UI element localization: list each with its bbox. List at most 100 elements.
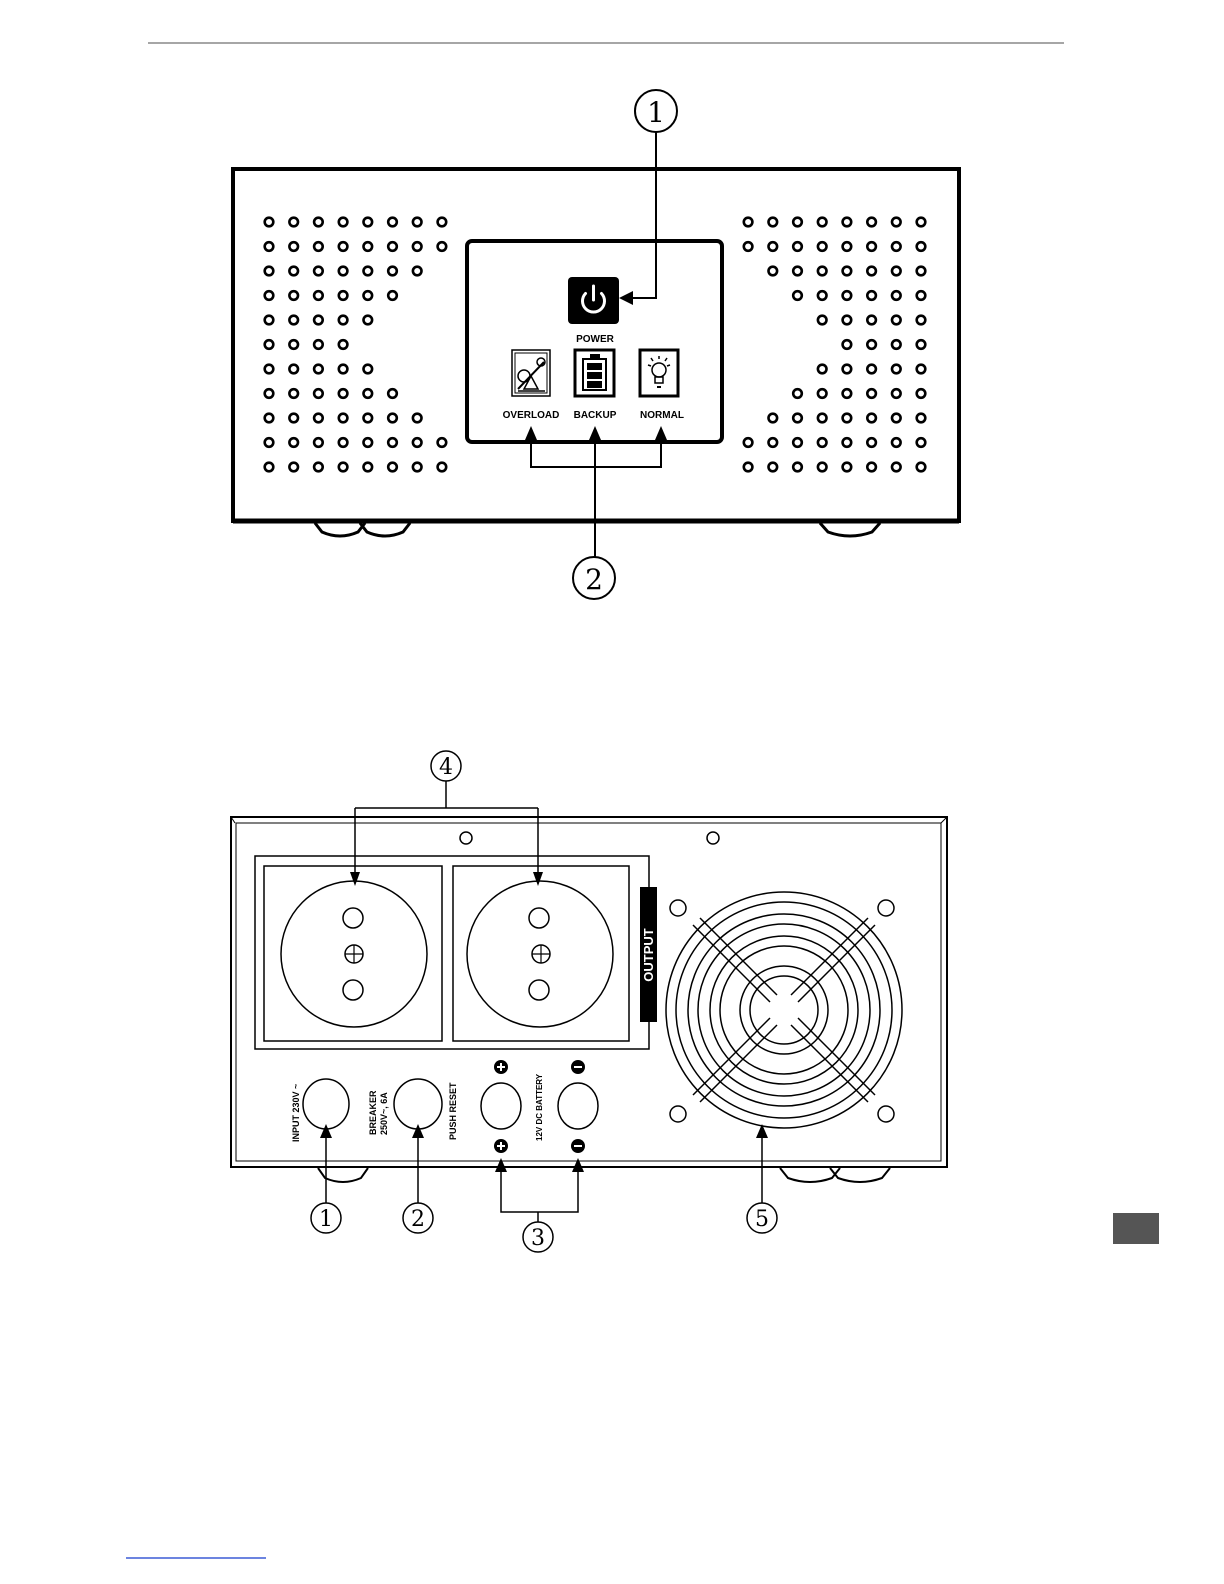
- rear-screw-hole: [707, 832, 719, 844]
- vent-hole: [364, 218, 373, 227]
- vent-hole: [793, 242, 802, 251]
- battery-positive-terminal[interactable]: [481, 1083, 521, 1129]
- vent-hole: [388, 463, 397, 472]
- breaker-label-line1: BREAKER: [368, 1090, 378, 1135]
- vent-hole: [769, 267, 778, 276]
- svg-text:2: 2: [411, 1207, 425, 1232]
- minus-icon: [571, 1060, 585, 1074]
- vent-hole: [843, 291, 852, 300]
- vent-hole: [364, 242, 373, 251]
- vent-hole: [388, 414, 397, 423]
- vent-hole: [438, 463, 447, 472]
- vent-hole: [892, 389, 901, 398]
- vent-hole: [413, 438, 422, 447]
- svg-text:5: 5: [755, 1207, 769, 1232]
- vent-hole: [265, 438, 274, 447]
- vent-hole: [364, 267, 373, 276]
- vent-hole: [289, 218, 298, 227]
- vent-hole: [818, 438, 827, 447]
- vent-hole: [413, 414, 422, 423]
- vent-hole: [339, 267, 348, 276]
- vent-hole: [413, 218, 422, 227]
- vent-hole: [388, 291, 397, 300]
- vent-hole: [769, 242, 778, 251]
- vent-hole: [388, 438, 397, 447]
- vent-hole: [364, 291, 373, 300]
- vent-hole: [314, 291, 323, 300]
- vent-hole: [793, 414, 802, 423]
- vent-hole: [769, 463, 778, 472]
- vent-hole: [867, 291, 876, 300]
- vent-hole: [917, 463, 926, 472]
- vent-hole: [289, 463, 298, 472]
- vent-hole: [769, 414, 778, 423]
- vent-hole: [364, 365, 373, 374]
- vent-hole: [265, 340, 274, 349]
- vent-hole: [843, 463, 852, 472]
- minus-icon: [571, 1139, 585, 1153]
- vent-hole: [917, 438, 926, 447]
- vent-hole: [867, 389, 876, 398]
- vent-hole: [438, 242, 447, 251]
- vent-hole: [388, 218, 397, 227]
- input-label: INPUT 230V ~: [291, 1084, 301, 1142]
- front-panel: POWER: [233, 90, 959, 599]
- vent-hole: [843, 242, 852, 251]
- vent-hole: [917, 316, 926, 325]
- vent-hole: [289, 365, 298, 374]
- vent-hole: [892, 316, 901, 325]
- breaker-reset-button[interactable]: [394, 1079, 442, 1129]
- vent-hole: [892, 242, 901, 251]
- vent-hole: [917, 242, 926, 251]
- vent-hole: [818, 316, 827, 325]
- battery-indicator-icon: [575, 350, 614, 396]
- breaker-label-line2: 250V~, 6A: [379, 1092, 389, 1135]
- vent-hole: [289, 389, 298, 398]
- vent-hole: [339, 316, 348, 325]
- vent-hole: [769, 438, 778, 447]
- vent-hole: [917, 340, 926, 349]
- battery-negative-terminal[interactable]: [558, 1083, 598, 1129]
- vent-hole: [843, 365, 852, 374]
- vent-hole: [339, 218, 348, 227]
- vent-hole: [339, 242, 348, 251]
- vent-hole: [744, 242, 753, 251]
- vent-hole: [843, 438, 852, 447]
- vent-hole: [818, 218, 827, 227]
- vent-hole: [289, 316, 298, 325]
- vent-hole: [265, 389, 274, 398]
- front-foot-right: [820, 523, 880, 536]
- svg-text:3: 3: [531, 1226, 545, 1251]
- vent-hole: [818, 389, 827, 398]
- vent-hole: [314, 267, 323, 276]
- vent-hole: [388, 267, 397, 276]
- vent-hole: [364, 463, 373, 472]
- vent-hole: [867, 242, 876, 251]
- normal-label: NORMAL: [640, 410, 684, 421]
- svg-text:1: 1: [319, 1207, 333, 1232]
- vent-hole: [265, 267, 274, 276]
- power-button[interactable]: [568, 277, 619, 324]
- vent-hole: [793, 463, 802, 472]
- vent-hole: [314, 414, 323, 423]
- vent-hole: [818, 463, 827, 472]
- vent-hole: [917, 365, 926, 374]
- vent-hole: [867, 340, 876, 349]
- vent-hole: [314, 389, 323, 398]
- page-tab-marker: [1113, 1213, 1159, 1244]
- output-label: OUTPUT: [641, 928, 656, 982]
- vent-hole: [265, 316, 274, 325]
- vent-hole: [793, 291, 802, 300]
- vent-hole: [744, 438, 753, 447]
- push-reset-label: PUSH RESET: [448, 1082, 458, 1140]
- vent-hole: [917, 291, 926, 300]
- vent-hole: [339, 463, 348, 472]
- vent-hole: [793, 218, 802, 227]
- ground-icon: [532, 945, 550, 963]
- input-power-socket[interactable]: [303, 1079, 349, 1129]
- vent-hole: [289, 291, 298, 300]
- vent-hole: [314, 438, 323, 447]
- vent-hole: [413, 242, 422, 251]
- vent-hole: [818, 291, 827, 300]
